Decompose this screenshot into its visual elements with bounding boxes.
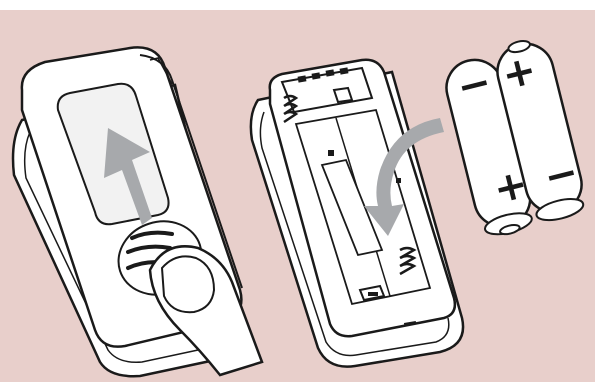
- contact-tab: [368, 292, 378, 296]
- flat-contact-top: [334, 88, 352, 102]
- fingernail: [162, 256, 214, 312]
- alignment-dot: [328, 150, 334, 156]
- alignment-dot: [396, 178, 401, 183]
- top-white-band: [0, 0, 595, 10]
